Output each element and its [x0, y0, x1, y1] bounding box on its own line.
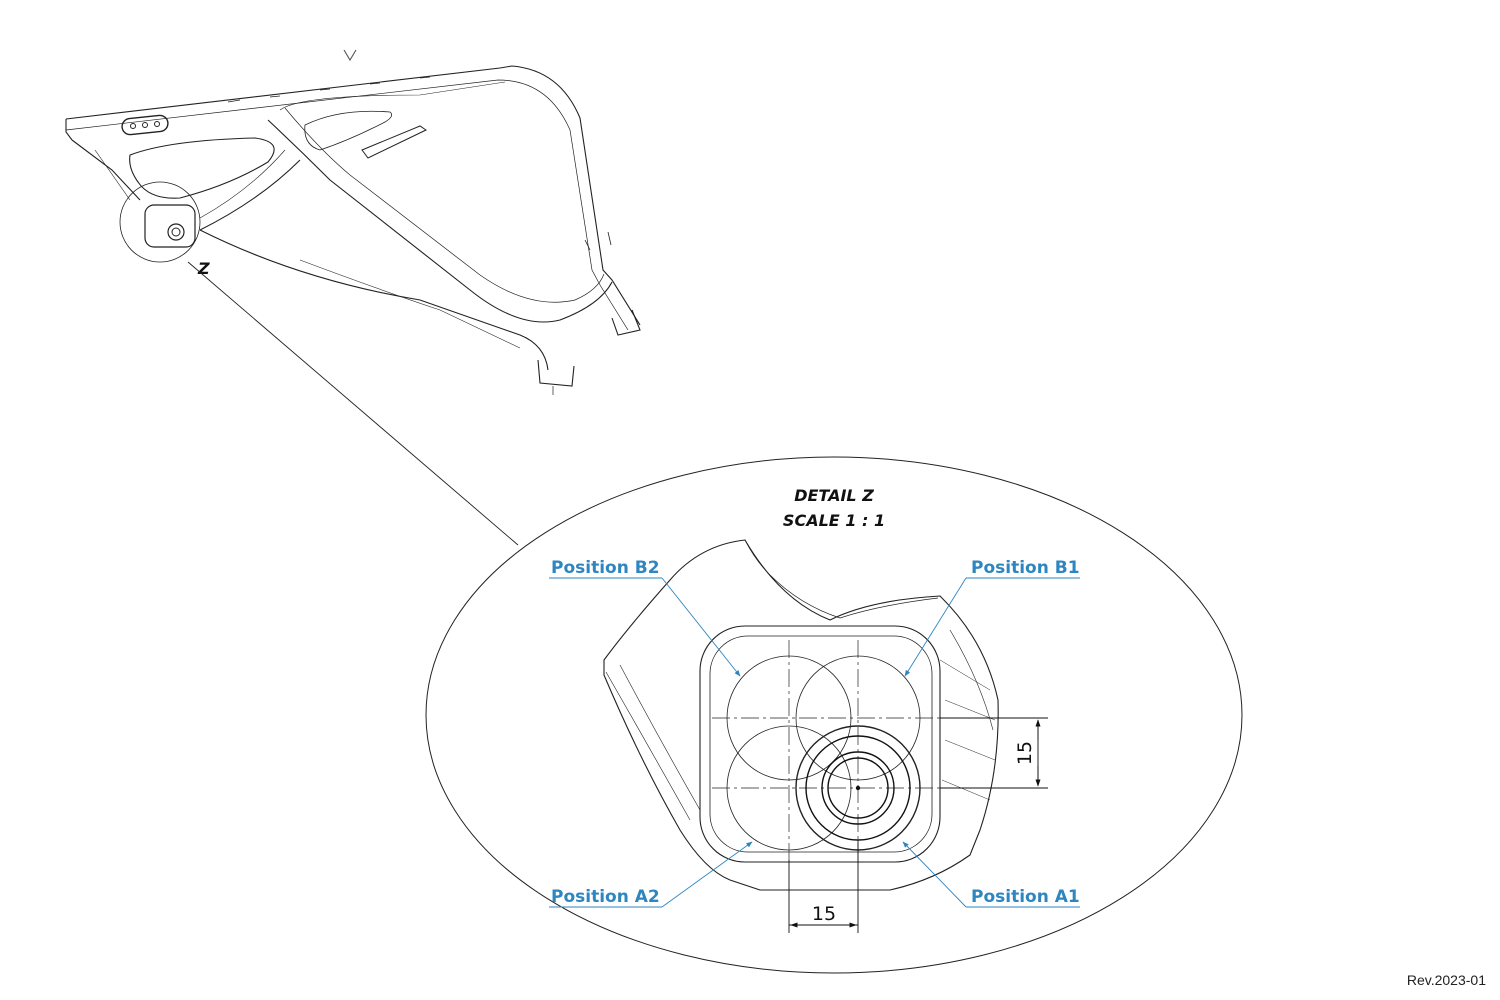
detail-title: DETAIL Z	[794, 486, 874, 505]
detail-marker: Z	[197, 259, 210, 278]
dimension-vertical-value: 15	[1014, 741, 1036, 765]
fitting-a1	[805, 735, 911, 841]
detail-circle-small	[119, 181, 201, 263]
center-lines	[712, 640, 1000, 860]
svg-text:Position A2: Position A2	[551, 887, 660, 907]
position-circle-a2	[726, 725, 852, 851]
position-circles	[726, 655, 921, 851]
view-arrow-icon	[343, 49, 357, 62]
part-view	[65, 49, 641, 395]
label-b1: Position B1	[904, 558, 1080, 677]
label-a2: Position A2	[549, 841, 753, 908]
position-circle-b2	[726, 655, 852, 781]
svg-text:Position B2: Position B2	[551, 558, 660, 578]
label-b2: Position B2	[549, 558, 741, 677]
detail-scale: SCALE 1 : 1	[783, 511, 885, 530]
revision-label: Rev.2023-01	[1406, 972, 1486, 988]
detail-leader-line	[187, 261, 519, 546]
detail-housing	[603, 539, 999, 891]
connector-icon	[121, 114, 169, 136]
dimension-horizontal-value: 15	[812, 903, 836, 925]
position-circle-b1	[795, 655, 921, 781]
dimension-horizontal	[788, 840, 859, 933]
label-a1: Position A1	[902, 841, 1080, 908]
dimension-vertical	[940, 717, 1048, 789]
svg-text:Position B1: Position B1	[971, 558, 1080, 578]
svg-text:Position A1: Position A1	[971, 887, 1080, 907]
detail-ellipse	[425, 456, 1243, 974]
